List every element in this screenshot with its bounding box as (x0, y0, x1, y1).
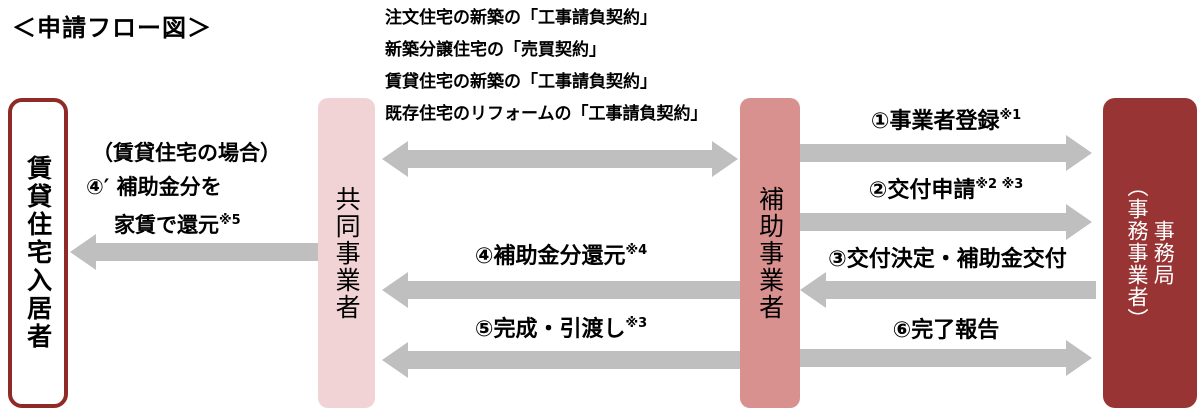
page-title: ＜申請フロー図＞ (12, 14, 212, 42)
arrow-right-head-icon (712, 141, 738, 177)
arrow-contract-both-ways (382, 141, 738, 177)
box-secretariat-label: 事務局 （事務事業者） (1125, 176, 1176, 330)
box-joint-operator-label: 共同事業者 (332, 185, 362, 321)
arrow-left-head-icon (382, 141, 408, 177)
flow-label-1-operator-registration: ①事業者登録※1 (870, 108, 1022, 134)
flow-label-6-completion-report: ⑥完了報告 (892, 318, 1000, 343)
flow-label-4-subsidy-refund: ④補助金分還元※4 (474, 243, 648, 269)
arrow-rent-refund-left (70, 234, 318, 270)
arrow-4-subsidy-refund (382, 272, 740, 308)
arrow-1-operator-registration (800, 135, 1092, 171)
contract-note-1: 注文住宅の新築の「工事請負契約」 (385, 8, 657, 28)
tenant-flow-note: （賃貸住宅の場合） ④′ 補助金分を 家賃で還元※5 (86, 136, 326, 242)
arrow-left-head-icon (70, 234, 96, 270)
arrow-right-head-icon (1066, 135, 1092, 171)
box-subsidized-operator: 補助事業者 (740, 98, 800, 408)
arrow-5-completion-handover (382, 342, 740, 378)
arrow-left-head-icon (800, 272, 826, 308)
contract-note-2: 新築分譲住宅の「売買契約」 (385, 40, 606, 60)
tenant-flow-line-1: （賃貸住宅の場合） (92, 141, 281, 165)
flow-label-5-completion-handover: ⑤完成・引渡し※3 (474, 316, 648, 342)
contract-note-3: 賃貸住宅の新築の「工事請負契約」 (385, 72, 657, 92)
contract-notes: 注文住宅の新築の「工事請負契約」 新築分譲住宅の「売買契約」 賃貸住宅の新築の「… (385, 2, 708, 130)
flow-label-2-grant-application: ②交付申請※2 ※3 (868, 177, 1024, 203)
tenant-flow-line-3: 家賃で還元※5 (114, 213, 241, 237)
arrow-right-head-icon (1066, 204, 1092, 240)
box-tenant: 賃貸住宅入居者 (8, 98, 68, 408)
arrow-2-grant-application (800, 204, 1092, 240)
box-tenant-label: 賃貸住宅入居者 (23, 155, 53, 351)
contract-note-4: 既存住宅のリフォームの「工事請負契約」 (385, 104, 708, 124)
arrow-left-head-icon (382, 342, 408, 378)
arrow-left-head-icon (382, 272, 408, 308)
flow-label-3-grant-decision: ③交付決定・補助金交付 (828, 247, 1067, 272)
arrow-3-grant-decision (800, 272, 1096, 308)
arrow-6-completion-report (800, 340, 1092, 376)
box-joint-operator: 共同事業者 (318, 98, 375, 408)
tenant-flow-footnote: ※5 (219, 213, 241, 228)
tenant-flow-line-2: ④′ 補助金分を (86, 175, 222, 199)
arrow-right-head-icon (1066, 340, 1092, 376)
box-subsidized-operator-label: 補助事業者 (755, 185, 785, 321)
box-secretariat: 事務局 （事務事業者） (1103, 98, 1197, 408)
